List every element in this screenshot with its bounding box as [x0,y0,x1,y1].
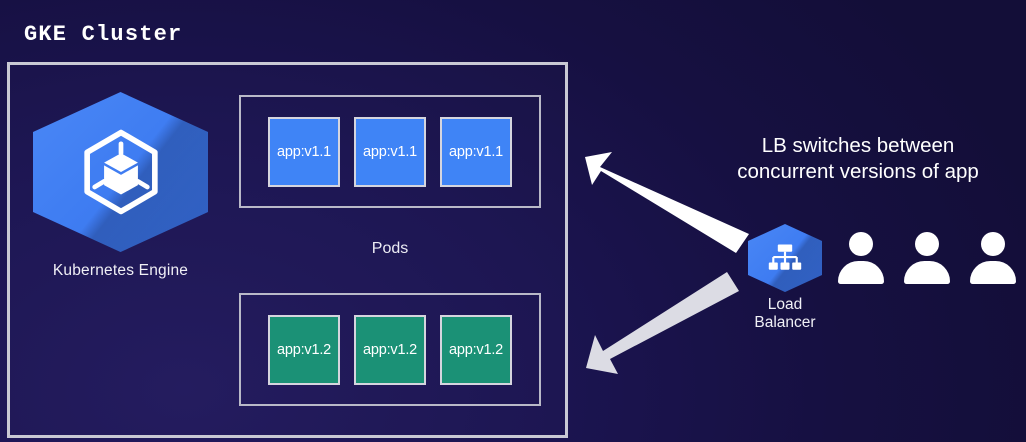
pod-group-v12: app:v1.2 app:v1.2 app:v1.2 [239,293,541,406]
pod-card[interactable]: app:v1.2 [268,314,340,385]
user-head [915,232,939,256]
user-head [849,232,873,256]
kubernetes-engine-node: Kubernetes Engine [28,92,213,280]
pod-group-v11: app:v1.1 app:v1.1 app:v1.1 [239,95,541,208]
user-body [838,261,884,284]
pod-card[interactable]: app:v1.2 [354,314,426,385]
kubernetes-engine-icon [33,92,208,252]
user-icon [970,232,1016,284]
user-body [904,261,950,284]
kubernetes-engine-hexagon [33,92,208,252]
caption-line2: concurrent versions of app [737,159,979,183]
load-balancer-label: Load Balancer [739,296,831,332]
caption-text: LB switches between concurrent versions … [690,133,1026,185]
load-balancer-label-line2: Balancer [754,313,816,331]
pod-card[interactable]: app:v1.1 [268,116,340,187]
load-balancer-node: Load Balancer [739,224,831,332]
users-group [838,232,1016,284]
caption-line1: LB switches between [761,134,955,157]
user-icon [904,232,950,284]
user-icon [838,232,884,284]
pod-card[interactable]: app:v1.1 [440,116,512,187]
pod-card[interactable]: app:v1.2 [440,314,512,385]
gke-cluster-boundary [7,62,568,438]
load-balancer-label-line1: Load [767,296,803,313]
user-body [970,261,1016,284]
kubernetes-engine-label: Kubernetes Engine [52,262,189,279]
user-head [981,232,1005,256]
load-balancer-icon [748,224,822,292]
arrow-to-v12-pods [586,272,739,374]
load-balancer-hexagon [748,224,822,292]
pods-label: Pods [371,240,409,257]
page-title: GKE Cluster [24,22,183,47]
pod-card[interactable]: app:v1.1 [354,116,426,187]
